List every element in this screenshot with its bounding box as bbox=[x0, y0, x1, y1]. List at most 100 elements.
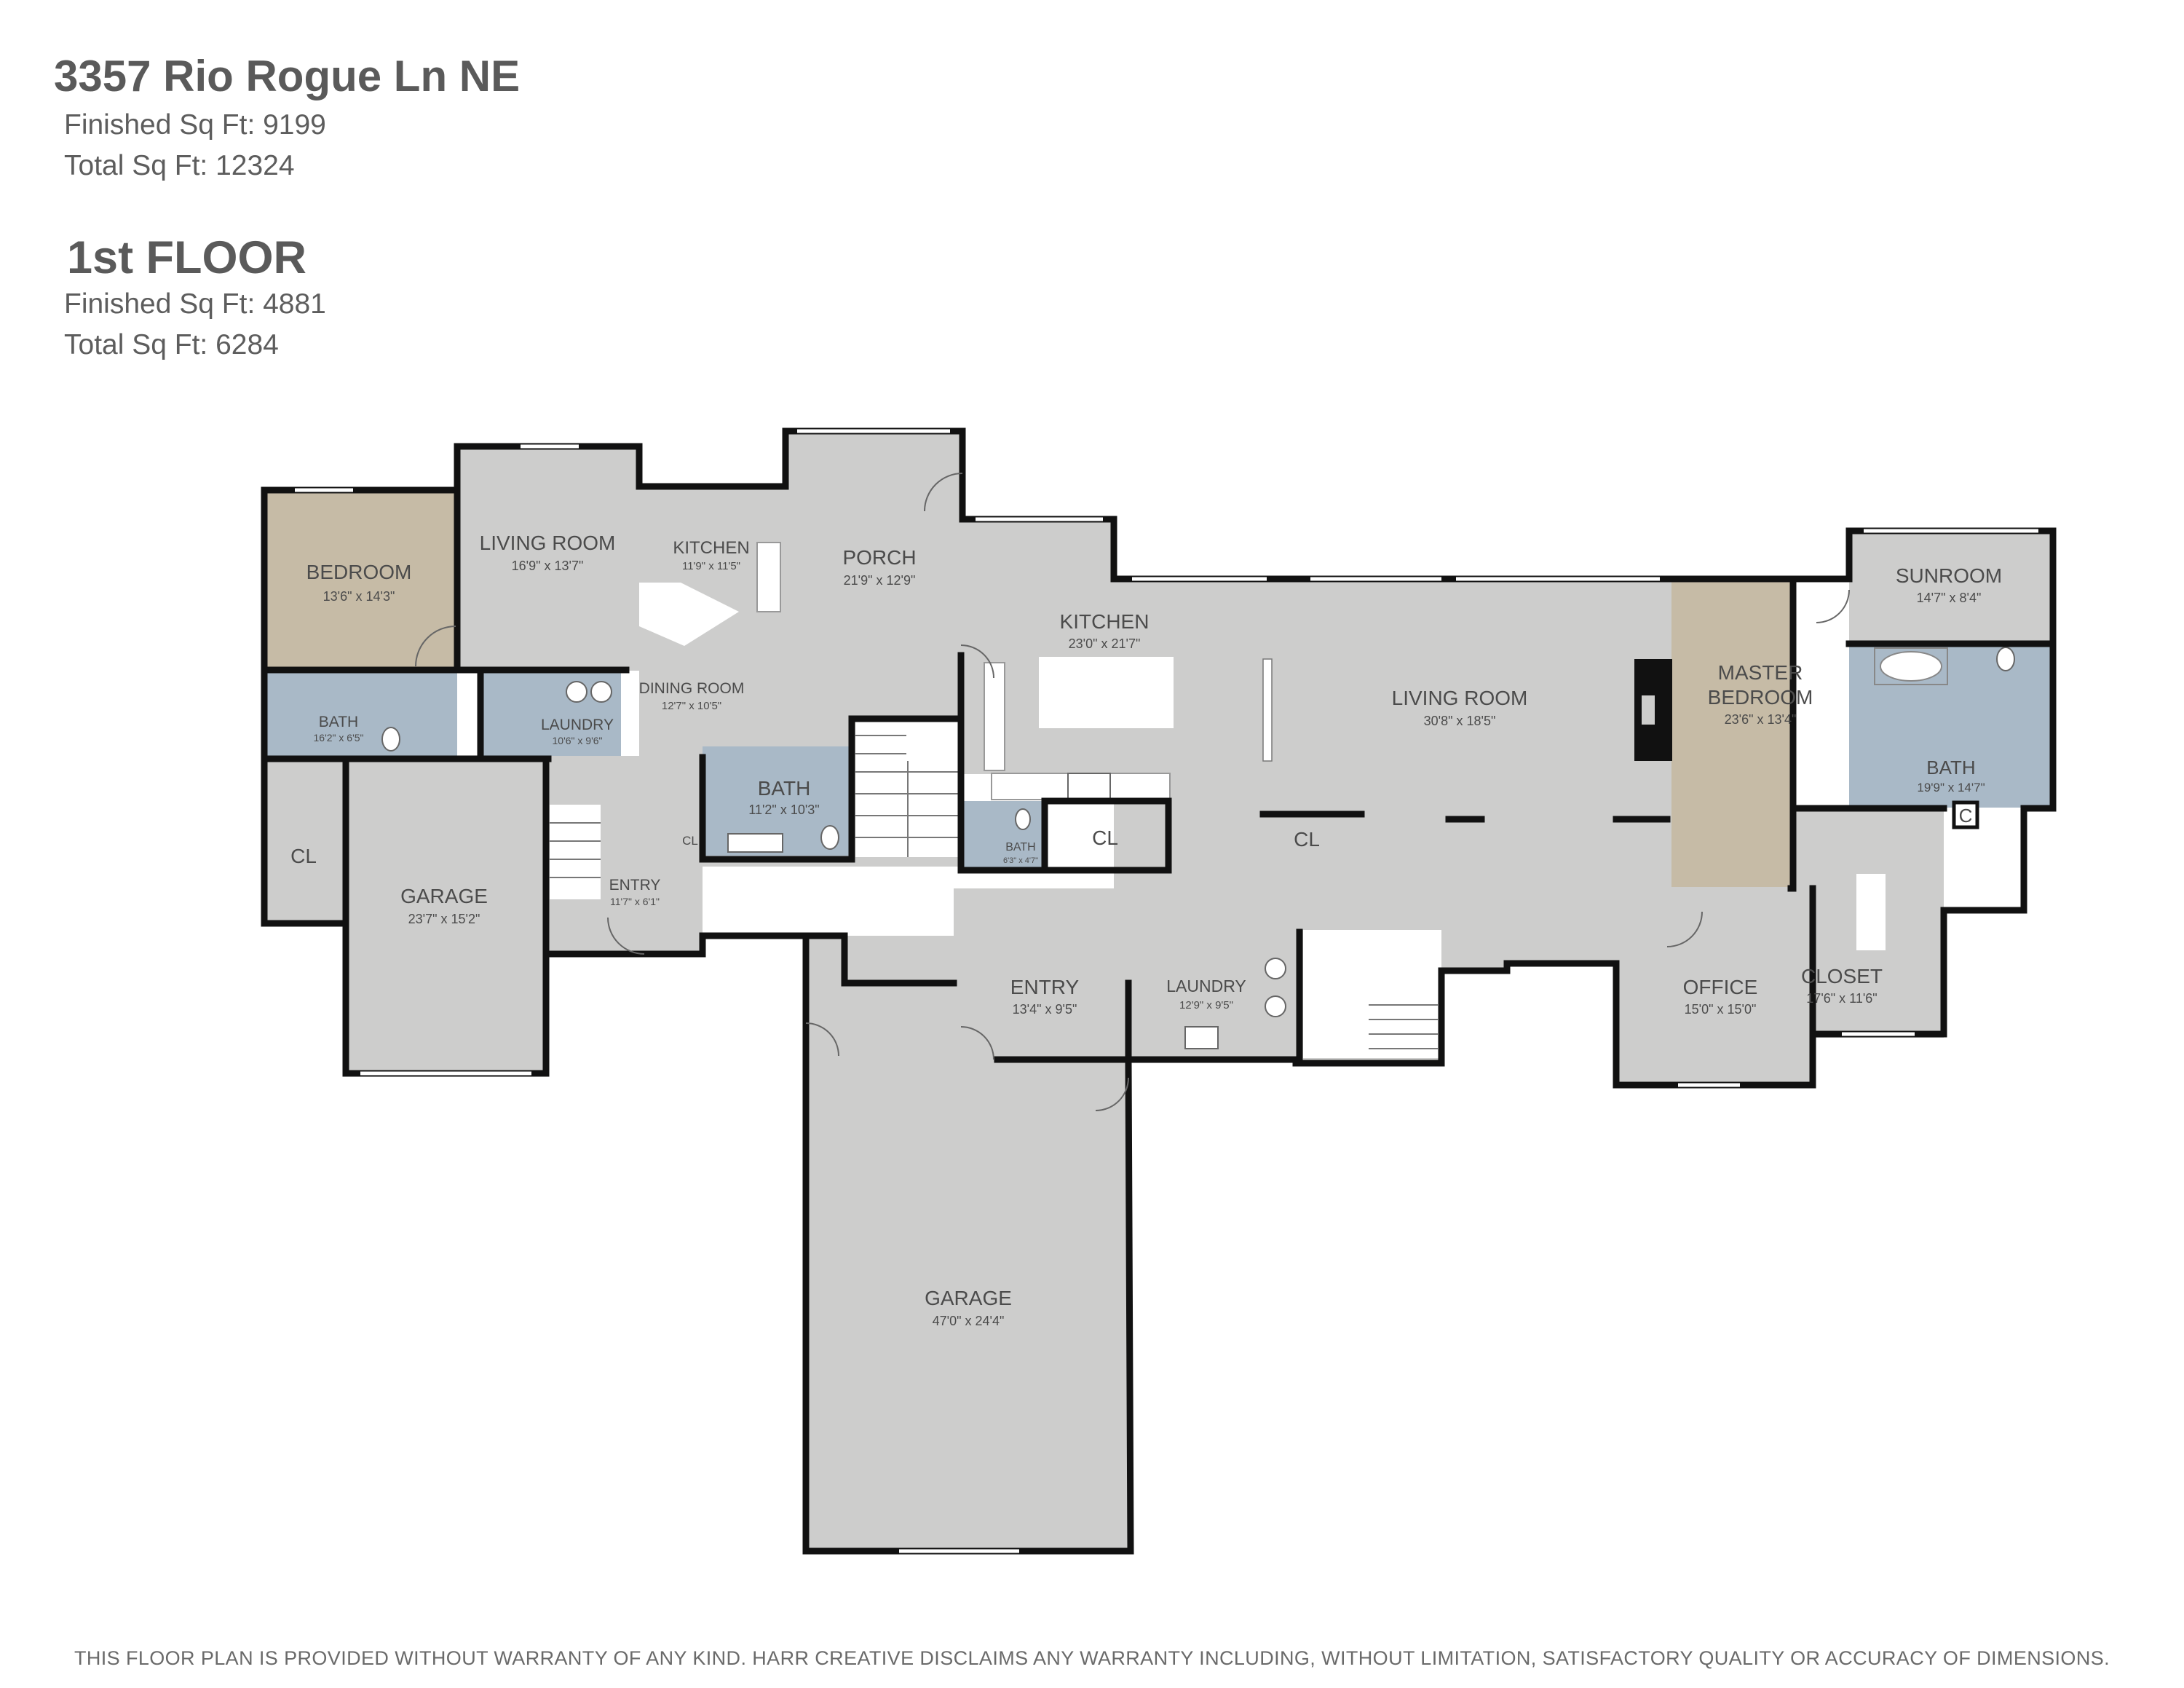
room-master-bedroom-dims: 23'6" x 13'4" bbox=[1725, 712, 1797, 727]
sink-bath-center bbox=[727, 833, 783, 853]
room-bath-center-dims: 11'2" x 10'3" bbox=[748, 802, 819, 817]
toilet-bath-center bbox=[820, 825, 839, 850]
wall-living-left bbox=[454, 443, 789, 674]
stair-treads bbox=[550, 735, 1438, 1049]
room-fill-porch bbox=[786, 431, 962, 719]
room-kitchen-small-dims: 11'9" x 11'5" bbox=[682, 560, 740, 572]
room-cl-small-name: CL bbox=[682, 834, 698, 848]
room-fill-stair-east bbox=[1303, 930, 1441, 1058]
bathtub bbox=[1880, 651, 1942, 682]
floor-title: 1st FLOOR bbox=[67, 232, 307, 283]
room-fill-cl-left bbox=[264, 759, 344, 924]
room-kitchen-small-name: KITCHEN bbox=[673, 538, 749, 558]
door-bedroom bbox=[415, 626, 456, 667]
washer-main bbox=[1265, 958, 1286, 979]
door-sunroom bbox=[1816, 589, 1850, 623]
room-living-left-name: LIVING ROOM bbox=[480, 532, 616, 554]
room-bath-master-name: BATH bbox=[1926, 757, 1975, 778]
washer-left bbox=[566, 681, 587, 703]
property-address: 3357 Rio Rogue Ln NE bbox=[54, 52, 521, 100]
room-bath-master-dims: 19'9" x 14'7" bbox=[1917, 781, 1985, 794]
door-porch bbox=[924, 473, 963, 512]
room-entry-main-name: ENTRY bbox=[1010, 976, 1080, 998]
fireplace-insert bbox=[1642, 695, 1655, 725]
door-garage-main-east bbox=[1095, 1077, 1129, 1111]
total-sqft: Total Sq Ft: 12324 bbox=[64, 150, 295, 181]
room-master-bedroom-name-1: MASTER bbox=[1718, 661, 1803, 684]
room-labels: BEDROOM 13'6" x 14'3" LIVING ROOM 16'9" … bbox=[290, 532, 2002, 1328]
door-garage-main bbox=[805, 1022, 839, 1057]
room-bath-small-name: BATH bbox=[1005, 841, 1035, 853]
room-dining-dims: 12'7" x 10'5" bbox=[662, 700, 721, 712]
room-fill-garage-small bbox=[346, 759, 546, 1073]
walls bbox=[261, 427, 2057, 1555]
door-office bbox=[1666, 911, 1703, 947]
room-fill-sunroom bbox=[1849, 531, 2053, 644]
room-laundry-left-name: LAUNDRY bbox=[541, 717, 614, 733]
room-bedroom-dims: 13'6" x 14'3" bbox=[323, 589, 395, 604]
floor-fills bbox=[264, 431, 2053, 1551]
living-main-partition bbox=[1262, 658, 1273, 762]
floor-total-sqft: Total Sq Ft: 6284 bbox=[64, 329, 279, 360]
windows bbox=[295, 429, 2038, 1553]
room-living-main-dims: 30'8" x 18'5" bbox=[1424, 714, 1496, 728]
room-entry-left-name: ENTRY bbox=[609, 877, 661, 894]
door-entry-left bbox=[607, 917, 645, 955]
wall-laundry-left bbox=[477, 666, 552, 762]
room-bath-left-name: BATH bbox=[319, 714, 358, 730]
room-porch-name: PORCH bbox=[842, 546, 916, 569]
room-laundry-main-dims: 12'9" x 9'5" bbox=[1179, 999, 1233, 1011]
room-fill-bath-small bbox=[961, 801, 1045, 869]
wall-porch-outline bbox=[782, 427, 1675, 583]
door-swings bbox=[415, 473, 1850, 1111]
room-entry-main-dims: 13'4" x 9'5" bbox=[1013, 1002, 1077, 1017]
range bbox=[1067, 773, 1111, 800]
room-cl-left-name: CL bbox=[290, 845, 317, 867]
toilet-bath-left bbox=[381, 727, 400, 752]
total-finished-sqft: Finished Sq Ft: 9199 bbox=[64, 109, 326, 141]
room-fill-bedroom bbox=[264, 490, 456, 670]
room-garage-small-dims: 23'7" x 15'2" bbox=[408, 912, 480, 926]
room-living-left-dims: 16'9" x 13'7" bbox=[512, 559, 584, 573]
room-office-dims: 15'0" x 15'0" bbox=[1685, 1002, 1757, 1017]
kitchen-island bbox=[1039, 657, 1174, 728]
room-living-main-name: LIVING ROOM bbox=[1392, 687, 1528, 709]
fixtures bbox=[381, 542, 2015, 1049]
room-sunroom-dims: 14'7" x 8'4" bbox=[1917, 591, 1982, 605]
door-kitchen-main bbox=[960, 644, 994, 679]
room-bath-center-name: BATH bbox=[758, 777, 811, 800]
wall-bath-center bbox=[699, 715, 965, 863]
wall-west-wing-outer bbox=[261, 486, 461, 927]
room-laundry-left-dims: 10'6" x 9'6" bbox=[553, 735, 603, 746]
room-kitchen-main-dims: 23'0" x 21'7" bbox=[1069, 636, 1141, 651]
room-office-name: OFFICE bbox=[1683, 976, 1758, 998]
closet-island bbox=[1856, 874, 1886, 950]
room-fill-master-bedroom bbox=[1671, 579, 1793, 888]
wall-bath-small bbox=[957, 652, 1048, 874]
room-garage-small-name: GARAGE bbox=[400, 885, 488, 907]
room-garage-main-dims: 47'0" x 24'4" bbox=[933, 1314, 1005, 1328]
room-closet-dims: 17'6" x 11'6" bbox=[1806, 991, 1877, 1006]
room-bath-left-dims: 16'2" x 6'5" bbox=[314, 732, 364, 744]
room-fill-living-left bbox=[457, 446, 639, 671]
room-bath-small-dims: 6'3" x 4'7" bbox=[1003, 856, 1038, 865]
room-closet-name: CLOSET bbox=[1801, 965, 1883, 987]
wall-south-center bbox=[1292, 960, 1511, 1067]
wall-west-south bbox=[542, 932, 810, 958]
room-cl-kitchen-name: CL bbox=[1092, 827, 1118, 849]
room-laundry-main-name: LAUNDRY bbox=[1166, 977, 1246, 995]
wall-cl-kitchen bbox=[1041, 797, 1172, 874]
toilet-master bbox=[1996, 647, 2015, 671]
room-closet-c-box bbox=[1952, 800, 1979, 829]
room-entry-left-dims: 11'7" x 6'1" bbox=[610, 896, 660, 907]
kitchen-small-counter-right bbox=[756, 542, 781, 612]
door-entry-main bbox=[960, 1026, 994, 1060]
room-sunroom-name: SUNROOM bbox=[1896, 564, 2002, 587]
dryer-left bbox=[590, 681, 612, 703]
wall-master-bedroom-east bbox=[1787, 575, 1797, 892]
room-cl-center-name: CL bbox=[1294, 828, 1320, 851]
kitchen-peninsula bbox=[984, 662, 1005, 771]
room-bedroom-name: BEDROOM bbox=[306, 561, 412, 583]
room-fill-stair-left bbox=[550, 805, 601, 899]
